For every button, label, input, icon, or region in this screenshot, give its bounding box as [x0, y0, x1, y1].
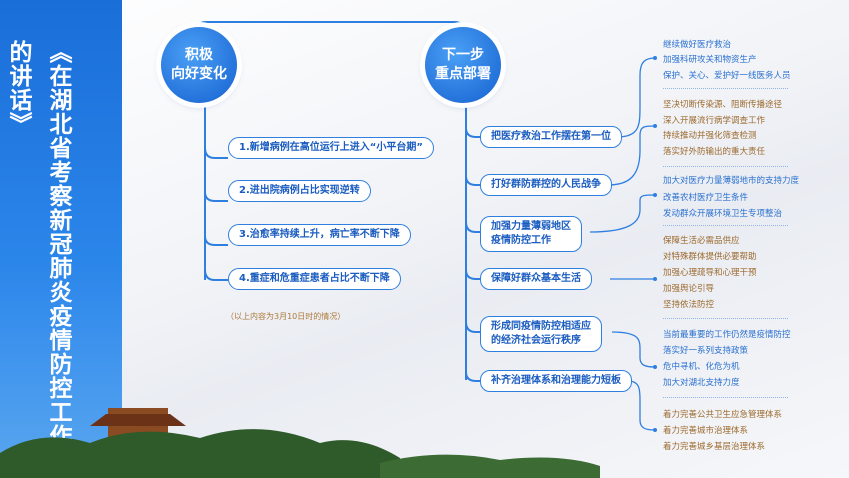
right-item-label: 疫情防控工作: [491, 235, 551, 246]
right-item: 加强力量薄弱地区疫情防控工作: [480, 216, 582, 252]
detail-text: 着力完善城市治理体系: [663, 426, 749, 436]
detail-text: 加强科研攻关和物资生产: [663, 55, 757, 65]
circle-label: 下一步: [442, 47, 484, 63]
right-item-label: 的经济社会运行秩序: [491, 335, 581, 346]
separator: [663, 225, 788, 226]
right-item-label: 保障好群众基本生活: [491, 273, 581, 284]
left-item: 3.治愈率持续上升，病亡率不断下降: [228, 224, 411, 246]
yellow-crane-tower-illustration: [0, 408, 600, 478]
right-item: 补齐治理体系和治理能力短板: [480, 370, 632, 392]
detail-text: 加强舆论引导: [663, 284, 715, 294]
separator: [663, 166, 788, 167]
separator: [663, 397, 788, 398]
detail-text: 保障生活必需品供应: [663, 236, 740, 246]
detail-text: 危中寻机、化危为机: [663, 362, 740, 372]
detail-text: 持续推动并强化筛查检测: [663, 131, 757, 141]
right-item-label: 补齐治理体系和治理能力短板: [491, 375, 621, 386]
detail-text: 加大对医疗力量薄弱地市的支持力度: [663, 176, 800, 186]
next-steps-circle: 下一步重点部署: [425, 27, 501, 103]
right-item: 形成同疫情防控相适应的经济社会运行秩序: [480, 316, 602, 352]
detail-text: 落实好一系列支持政策: [663, 346, 749, 356]
detail-text: 坚持依法防控: [663, 300, 715, 310]
detail-text: 深入开展流行病学调查工作: [663, 116, 766, 126]
right-item-label: 打好群防群控的人民战争: [491, 179, 601, 190]
detail-text: 落实好外防输出的重大责任: [663, 147, 766, 157]
detail-text: 加大对湖北支持力度: [663, 378, 740, 388]
detail-text: 坚决切断传染源、阻断传播途径: [663, 100, 783, 110]
left-item: 1.新增病例在高位运行上进入“小平台期”: [228, 137, 434, 159]
right-item: 保障好群众基本生活: [480, 268, 592, 290]
page-title: 《在湖北省考察新冠肺炎疫情防控工作时的讲话》: [5, 40, 71, 472]
separator: [663, 88, 788, 89]
detail-text: 继续做好医疗救治: [663, 40, 732, 50]
detail-text: 加强心理疏导和心理干预: [663, 268, 757, 278]
left-item: 2.进出院病例占比实现逆转: [228, 180, 371, 202]
right-item-label: 形成同疫情防控相适应: [491, 321, 591, 332]
detail-text: 保护、关心、爱护好一线医务人员: [663, 71, 791, 81]
detail-text: 改善农村医疗卫生条件: [663, 193, 749, 203]
separator: [663, 318, 788, 319]
right-item-label: 把医疗救治工作摆在第一位: [491, 131, 611, 142]
left-item: 4.重症和危重症患者占比不断下降: [228, 268, 401, 290]
right-item-label: 加强力量薄弱地区: [491, 221, 571, 232]
note: （以上内容为3月10日时的情况）: [226, 312, 346, 321]
detail-text: 着力完善城乡基层治理体系: [663, 442, 766, 452]
detail-text: 发动群众开展环境卫生专项整治: [663, 209, 783, 219]
circle-label: 向好变化: [171, 66, 227, 82]
detail-text: 着力完善公共卫生应急管理体系: [663, 410, 783, 420]
title-panel: 《在湖北省考察新冠肺炎疫情防控工作时的讲话》: [0, 0, 122, 478]
right-item: 打好群防群控的人民战争: [480, 174, 612, 196]
detail-text: 对特殊群体提供必要帮助: [663, 252, 757, 262]
detail-text: 当前最重要的工作仍然是疫情防控: [663, 330, 791, 340]
positive-changes-circle: 积极向好变化: [161, 27, 237, 103]
right-item: 把医疗救治工作摆在第一位: [480, 126, 622, 148]
circle-label: 重点部署: [435, 66, 491, 82]
circle-label: 积极: [185, 47, 213, 63]
